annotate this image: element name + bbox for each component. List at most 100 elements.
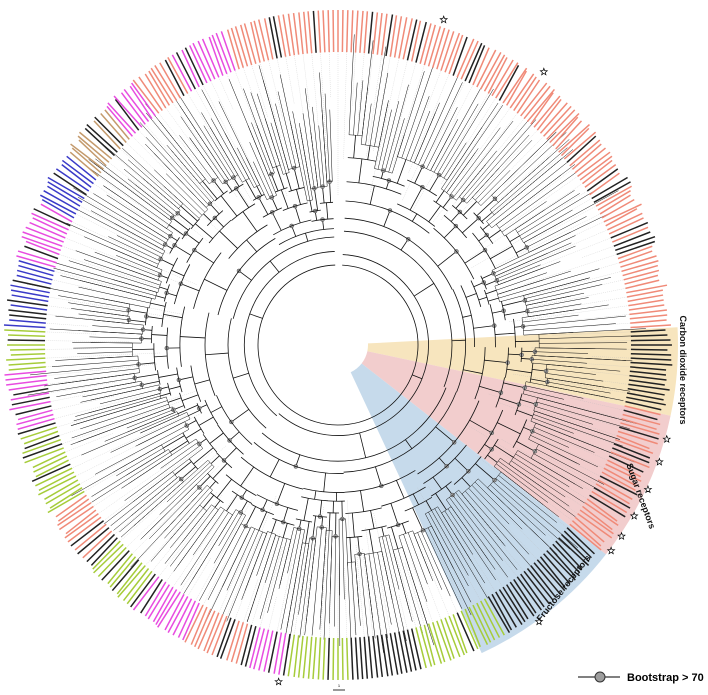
tree-branch (283, 172, 290, 175)
tip-label (460, 40, 479, 80)
tree-branch (151, 334, 168, 336)
tip-label (211, 34, 228, 75)
star-icon (629, 511, 639, 520)
tip-label (303, 11, 309, 54)
tree-branch (426, 107, 458, 169)
tree-branch (442, 196, 452, 208)
tree-branch (159, 286, 168, 291)
tree-branch (110, 415, 189, 453)
tip-label (35, 467, 73, 487)
guide-line (120, 148, 181, 204)
tree-branches (26, 34, 646, 670)
guide-line (79, 454, 135, 484)
tree-branch (166, 462, 211, 503)
guide-line (68, 437, 123, 461)
tree-branch (305, 233, 309, 242)
tree-branch (198, 416, 214, 426)
tree-branch (382, 536, 407, 642)
tree-branch (538, 328, 646, 335)
tree-branch (286, 529, 305, 628)
tip-label (419, 23, 432, 64)
tip-label (16, 255, 56, 268)
guide-line (138, 130, 173, 167)
tip-label (603, 203, 642, 223)
guide-line (234, 70, 257, 129)
tip-label (41, 198, 75, 219)
tree-branch (30, 364, 139, 376)
tree-branch (322, 186, 325, 203)
tip-label (230, 622, 245, 663)
tip-label (230, 27, 245, 68)
tip-label (574, 516, 605, 543)
guide-line (46, 314, 94, 320)
tree-branch (422, 82, 463, 167)
tip-label (293, 635, 300, 678)
tree-branch (214, 500, 221, 508)
tip-label (45, 483, 81, 505)
tip-label (317, 10, 322, 53)
tree-branch (174, 461, 192, 476)
tree-branch (262, 207, 282, 218)
tree-branch (202, 180, 218, 200)
tip-label (307, 636, 313, 679)
tip-label (287, 634, 296, 677)
tree-branch (269, 459, 280, 478)
tree-branch (280, 529, 302, 630)
tree-branch (512, 419, 528, 448)
tree-branch (209, 432, 224, 444)
tree-branch (489, 304, 496, 348)
tree-branch (180, 512, 229, 586)
tip-label (53, 172, 87, 196)
tip-label (516, 79, 541, 114)
tip-label (593, 181, 631, 203)
guide-line (52, 279, 94, 290)
guide-line (108, 502, 140, 528)
guide-line (501, 439, 592, 492)
tip-label (472, 47, 490, 86)
tree-branch (204, 399, 219, 425)
star-icon (534, 617, 544, 626)
tree-branch (538, 443, 578, 464)
tree-branch (68, 260, 160, 290)
tip-label (226, 620, 240, 661)
tree-branch (326, 202, 329, 220)
tip-label (216, 617, 232, 658)
tip-label (630, 324, 671, 329)
tip-label (630, 353, 672, 356)
tree-branch (175, 210, 181, 217)
tip-label (8, 334, 46, 337)
tree-branch (409, 186, 423, 211)
tree-branch (523, 315, 626, 327)
tip-label (197, 40, 216, 80)
bootstrap-legend-label: Bootstrap > 70 (627, 672, 704, 684)
tree-branch (412, 530, 431, 574)
guide-line (443, 581, 458, 613)
tip-label (623, 409, 658, 421)
tip-label (312, 10, 317, 53)
tree-branch (94, 163, 171, 221)
guide-line (591, 356, 631, 359)
guide-line (47, 377, 95, 385)
tree-branch (531, 358, 587, 364)
star-icon (643, 484, 653, 494)
tip-label (57, 502, 92, 526)
tree-branch (474, 347, 486, 400)
tree-branch (246, 157, 268, 200)
tree-branch (175, 99, 230, 181)
tree-branch (56, 381, 136, 398)
tip-label (55, 494, 87, 518)
tree-branch (190, 365, 202, 402)
tip-label (440, 619, 455, 659)
tree-branch (171, 217, 189, 231)
tree-branch (470, 280, 482, 307)
guide-line (520, 271, 622, 298)
tip-label (25, 226, 64, 243)
tip-label (354, 637, 359, 680)
tip-label (302, 636, 309, 679)
tip-label (22, 443, 63, 459)
tip-label (625, 279, 660, 290)
tree-branch (526, 292, 585, 306)
tip-label (130, 573, 156, 608)
tree-branch (407, 179, 437, 197)
tree-branch (319, 201, 334, 204)
